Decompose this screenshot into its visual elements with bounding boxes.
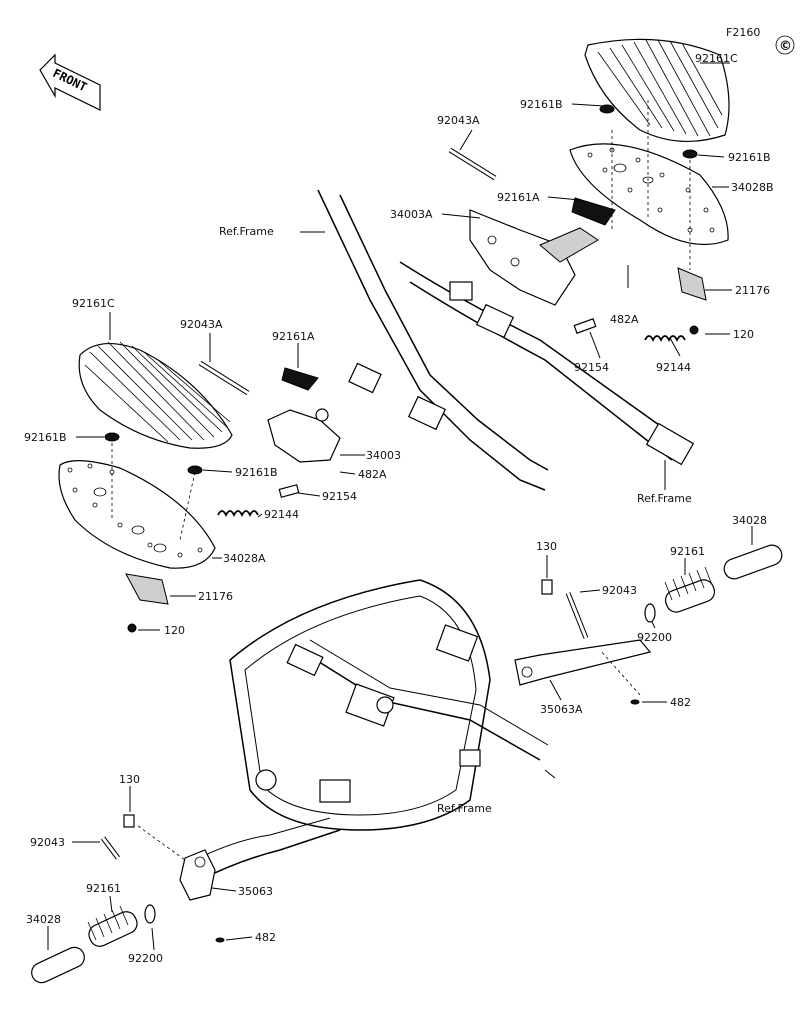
label-rfp-cover[interactable]: 21176 (735, 284, 770, 297)
label-rfp-ref-frame[interactable]: Ref.Frame (637, 492, 692, 505)
label-rfp-clip[interactable]: 482A (610, 313, 639, 326)
label-lp-washer[interactable]: 92200 (128, 952, 163, 965)
label-rp-clip[interactable]: 482 (670, 696, 691, 709)
left-floorboard-assembly (58, 312, 365, 633)
label-rfp-bracket[interactable]: 34003A (390, 208, 433, 221)
label-rp-peg[interactable]: 34028 (732, 514, 767, 527)
label-lfp-bolt-120[interactable]: 120 (164, 624, 185, 637)
label-rfp-bracket-pad[interactable]: 92161A (497, 191, 540, 204)
label-lfp-bracket[interactable]: 34003 (366, 449, 401, 462)
rp-peg-shape (723, 544, 783, 580)
rp-rubber-shape (664, 579, 716, 613)
label-rp-pin[interactable]: 92043 (602, 584, 637, 597)
label-rfp-bolt[interactable]: 92154 (574, 361, 609, 374)
label-rfp-plate[interactable]: 34028B (731, 181, 774, 194)
rp-bracket-shape (514, 639, 652, 686)
label-rfp-spring[interactable]: 92144 (656, 361, 691, 374)
rfp-grommet-a-shape (599, 104, 615, 114)
lfp-pad-shape (78, 342, 233, 449)
figure-code: F2160 (726, 26, 760, 39)
lower-frame (194, 579, 556, 881)
rfp-grommet-b-shape (682, 149, 698, 159)
rfp-plate-shape (569, 143, 729, 246)
lfp-spring-shape (217, 510, 259, 518)
label-lp-pin[interactable]: 92043 (30, 836, 65, 849)
label-lp-rubber[interactable]: 92161 (86, 882, 121, 895)
label-rfp-grommet-b[interactable]: 92161B (728, 151, 771, 164)
label-lfp-pin[interactable]: 92043A (180, 318, 223, 331)
label-lfp-grommet-a[interactable]: 92161B (24, 431, 67, 444)
label-lp-bracket[interactable]: 35063 (238, 885, 273, 898)
lfp-grommet-b-shape (187, 465, 203, 475)
right-passenger-peg-assembly (514, 526, 783, 705)
copyright-mark (775, 35, 795, 55)
label-rp-rubber[interactable]: 92161 (670, 545, 705, 558)
label-rp-bracket[interactable]: 35063A (540, 703, 583, 716)
label-lp-bolt[interactable]: 130 (119, 773, 140, 786)
label-rfp-bolt-120[interactable]: 120 (733, 328, 754, 341)
label-lfp-spring[interactable]: 92144 (264, 508, 299, 521)
label-rp-washer[interactable]: 92200 (637, 631, 672, 644)
label-lfp-bolt[interactable]: 92154 (322, 490, 357, 503)
label-lfp-cover[interactable]: 21176 (198, 590, 233, 603)
lfp-bracket-shape (267, 409, 341, 463)
lp-rubber-shape (88, 911, 138, 947)
rfp-bracket-shape (469, 209, 576, 306)
rfp-spring-shape (644, 335, 686, 343)
label-upper-ref-frame[interactable]: Ref.Frame (219, 225, 274, 238)
right-floorboard-assembly (441, 38, 732, 490)
label-lp-peg[interactable]: 34028 (26, 913, 61, 926)
label-rfp-pad[interactable]: 92161C (695, 52, 738, 65)
copyright-symbol: © (779, 39, 792, 54)
lp-bracket-shape (179, 849, 216, 901)
label-lfp-pad[interactable]: 92161C (72, 297, 115, 310)
label-lfp-bracket-pad[interactable]: 92161A (272, 330, 315, 343)
label-frame-ref[interactable]: Ref.Frame (437, 802, 492, 815)
left-passenger-peg-assembly (31, 786, 253, 984)
label-rfp-grommet-a[interactable]: 92161B (520, 98, 563, 111)
upper-frame-rails (300, 189, 695, 491)
label-lfp-grommet-b[interactable]: 92161B (235, 466, 278, 479)
label-rp-bolt[interactable]: 130 (536, 540, 557, 553)
part-labels: 92161C 92161B 92161B 92043A 34028B 92161… (24, 52, 774, 965)
lfp-plate-shape (58, 460, 216, 569)
front-arrow-icon: FRONT (39, 53, 101, 111)
label-lp-clip[interactable]: 482 (255, 931, 276, 944)
label-lfp-clip[interactable]: 482A (358, 468, 387, 481)
label-rfp-pin[interactable]: 92043A (437, 114, 480, 127)
lp-peg-shape (31, 946, 85, 984)
label-lfp-plate[interactable]: 34028A (223, 552, 266, 565)
